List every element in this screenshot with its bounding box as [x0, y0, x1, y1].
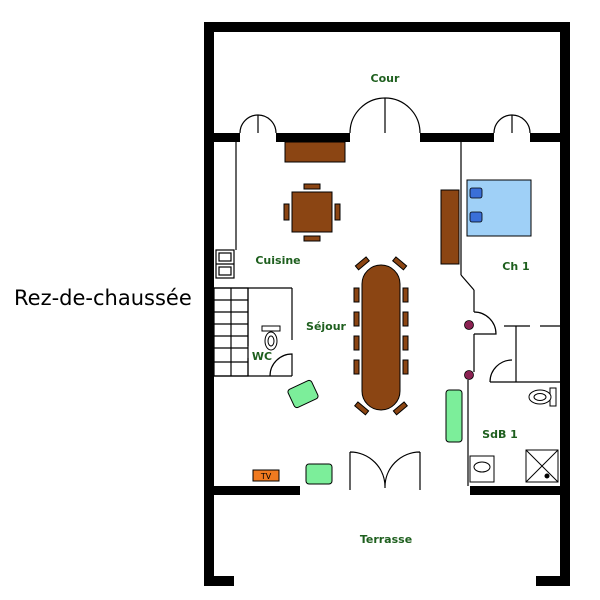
wall-terrace-2	[470, 486, 570, 495]
living-table	[353, 256, 409, 416]
wall-courtyard-3	[420, 133, 494, 142]
wall-right	[560, 22, 570, 584]
wall-terrace-1	[204, 486, 300, 495]
room-label-sejour: Séjour	[306, 320, 347, 333]
pillow-1	[469, 187, 483, 199]
room-label-wc: WC	[252, 350, 272, 363]
wall-courtyard-1	[204, 133, 240, 142]
knob-bedroom	[464, 320, 474, 330]
tv-label: TV	[260, 472, 272, 481]
sofa	[305, 463, 333, 485]
bathtub	[445, 389, 463, 443]
room-label-chambre: Ch 1	[502, 260, 529, 273]
wall-left	[204, 22, 214, 584]
pillow-2	[469, 211, 483, 223]
dining-table	[283, 183, 341, 242]
bathroom-toilet	[528, 387, 557, 407]
room-labels: Cour Cuisine Séjour WC Ch 1 SdB 1 Terras…	[252, 72, 530, 546]
wall-top	[204, 22, 570, 32]
room-label-cuisine: Cuisine	[255, 254, 300, 267]
wc-toilet	[261, 325, 281, 351]
outer-walls	[204, 22, 570, 586]
wall-bottom-right	[536, 576, 570, 586]
floor-title: Rez-de-chaussée	[14, 286, 192, 310]
wall-bottom-left	[204, 576, 234, 586]
windows	[239, 97, 531, 490]
knob-bathroom	[464, 370, 474, 380]
terrace-door	[349, 451, 421, 490]
room-label-sdb: SdB 1	[482, 428, 518, 441]
interior-walls	[213, 142, 560, 486]
wardrobe	[440, 189, 460, 265]
shower	[525, 449, 559, 483]
room-label-cour: Cour	[371, 72, 400, 85]
washbasin	[469, 455, 495, 483]
wall-courtyard-2	[276, 133, 350, 142]
bedroom-door	[473, 311, 497, 335]
wc-door	[269, 353, 293, 377]
room-label-terrasse: Terrasse	[360, 533, 412, 546]
tv	[252, 469, 280, 482]
armchair	[287, 379, 319, 409]
bathroom-door	[489, 359, 513, 383]
wall-courtyard-4	[530, 133, 570, 142]
sideboard	[284, 141, 346, 163]
